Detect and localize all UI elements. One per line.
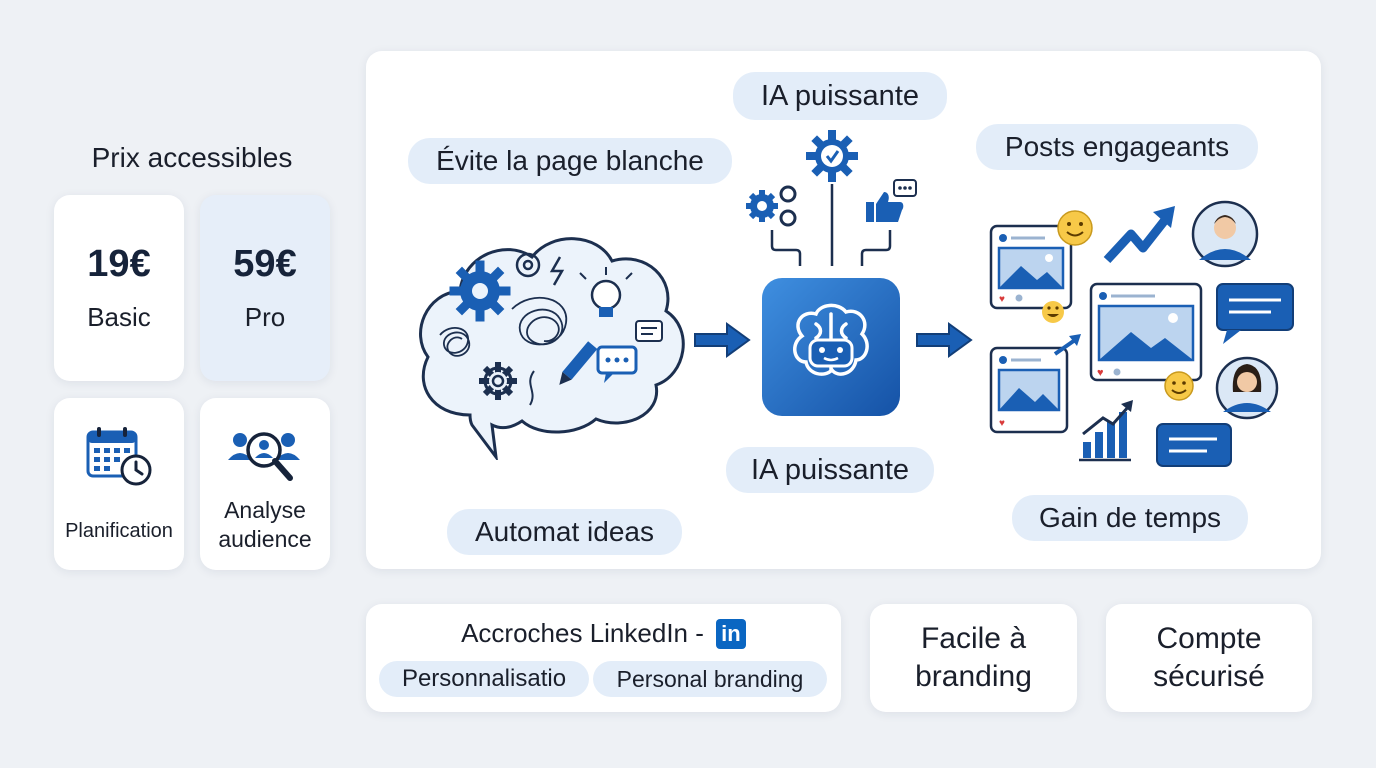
feature-card-analyse-audience[interactable]: Analyse audience [200,398,330,570]
gear-icon [479,362,517,400]
arrow-right-icon [916,322,973,358]
feature-card-planification[interactable]: Planification [54,398,184,570]
gears-icon [746,185,797,227]
plan-price: 59€ [233,243,297,285]
arrow-right-icon [694,322,751,358]
feature-label: Analyse audience [218,497,312,552]
lightbulb-icon [579,267,633,317]
flow-center-label: IA puissante [726,447,934,493]
engaging-posts-icon: ♥ ♥ ♥ [989,200,1294,467]
secure-account-card[interactable]: Compte sécurisé [1106,604,1312,712]
smiley-icon [1042,210,1093,323]
gear-icon [449,260,511,322]
pricing-title: Prix accessibles [91,142,293,173]
plan-card-pro[interactable]: 59€ Pro [200,195,330,381]
svg-text:♥: ♥ [1097,367,1104,379]
post-card-icon: ♥ [989,224,1073,310]
chat-bubble-icon [1216,283,1294,344]
post-card-icon: ♥ [989,334,1081,434]
user-avatar-icon [1191,200,1259,268]
flow-bottom-right-label: Gain de temps [1012,495,1248,541]
easy-branding-card[interactable]: Facile à branding [870,604,1077,712]
plan-name: Basic [87,302,151,332]
svg-text:♥: ♥ [999,294,1005,305]
svg-text:♥: ♥ [999,418,1005,429]
linkedin-hooks-card[interactable]: Accroches LinkedIn - in Personnalisatio … [366,604,841,712]
flow-bottom-left-label: Automat ideas [447,509,682,555]
flow-left-label: Évite la page blanche [408,138,732,184]
plan-name: Pro [244,302,286,332]
thumbs-up-icon [866,179,917,222]
tag-personnalisation: Personnalisatio [379,661,589,697]
linkedin-title: Accroches LinkedIn - [461,618,704,648]
chat-bubble-icon [596,320,663,383]
ai-brain-icon [762,278,900,416]
feature-label: Planification [65,520,173,542]
flow-right-label: Posts engageants [976,124,1258,170]
thought-cloud-icon [419,237,685,460]
pencil-icon [559,341,598,385]
ai-connections-icon [746,130,917,266]
plan-card-basic[interactable]: 19€ Basic [54,195,184,381]
secure-account-label: Compte sécurisé [1153,622,1265,693]
bar-chart-icon [1079,400,1133,462]
tag-personal-branding: Personal branding [593,661,827,697]
gear-check-icon [806,130,858,182]
user-avatar-icon [1215,356,1279,420]
chat-bubble-icon [1156,423,1232,467]
smiley-icon [1164,371,1194,401]
linkedin-logo-icon: in [715,618,746,649]
easy-branding-label: Facile à branding [915,622,1032,693]
trend-up-arrow-icon [1103,206,1175,264]
calendar-clock-icon [86,427,152,486]
plan-price: 19€ [87,243,151,285]
audience-search-icon [228,432,300,481]
post-card-icon: ♥ [1089,282,1203,382]
flow-top-label: IA puissante [733,72,947,120]
